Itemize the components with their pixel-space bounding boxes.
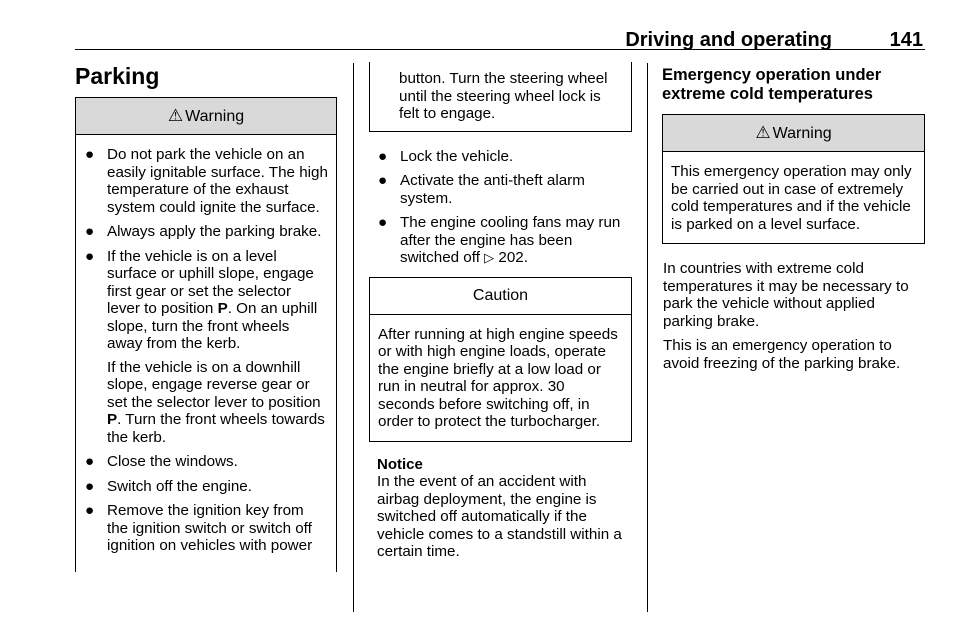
warning-box-cold: ⚠Warning This emergency operation may on… — [662, 114, 925, 244]
list-item: ●Switch off the engine. — [85, 477, 252, 495]
section-title-emergency-operation: Emergency operation under extreme cold t… — [662, 66, 882, 103]
list-item: ●Close the windows. — [85, 453, 238, 470]
column-divider-left — [353, 63, 354, 612]
list-item-text: Do not park the vehicle on an easily ign… — [107, 146, 328, 216]
list-item-text: Activate the anti-theft alarm system. — [400, 172, 585, 207]
caution-box-header: Caution — [370, 277, 631, 315]
list-item: ●Lock the vehicle. — [378, 147, 514, 165]
notice-text: In the event of an accident with airbag … — [377, 473, 622, 560]
column-2: button. Turn the steering wheel until th… — [369, 62, 632, 561]
warning-continuation-text: button. Turn the steering wheel until th… — [399, 70, 608, 122]
notice-title: Notice — [377, 455, 423, 473]
list-item-continuation: If the vehicle is on a downhill slope, e… — [107, 359, 328, 447]
list-item: ●Always apply the parking brake. — [85, 223, 322, 240]
selector-position-p: P — [217, 300, 228, 317]
selector-position-p: P — [107, 411, 118, 428]
warning-title: Warning — [772, 125, 832, 142]
column-divider-right — [647, 63, 648, 612]
section-body: In countries with extreme cold temperatu… — [662, 260, 925, 372]
warning-box-parking: ⚠Warning ●Do not park the vehicle on an … — [75, 97, 337, 572]
column-1: Parking ⚠Warning ●Do not park the vehicl… — [75, 62, 337, 572]
section-title-parking: Parking — [75, 63, 160, 89]
running-header-title: Driving and operating — [625, 29, 832, 51]
list-item: ●Activate the anti-theft alarm system. — [378, 172, 585, 207]
continuation-text: If the vehicle is on a downhill slope, e… — [107, 358, 321, 411]
warning-box-continuation: button. Turn the steering wheel until th… — [369, 62, 632, 132]
notice: Notice In the event of an accident with … — [369, 456, 632, 561]
warning-box-header: ⚠Warning — [76, 98, 336, 135]
list-item: ●If the vehicle is on a level surface or… — [84, 248, 328, 447]
list-item-text: The engine cooling fans may run after th… — [400, 214, 621, 266]
list-item-text: Always apply the parking brake. — [107, 223, 322, 240]
paragraph: In countries with extreme cold temperatu… — [663, 260, 909, 330]
list-item-text: Switch off the engine. — [107, 477, 252, 495]
warning-box-body: This emergency operation may only be car… — [671, 163, 912, 233]
list-item-text: . On an uphill slope, turn the front whe… — [107, 300, 318, 352]
caution-box: Caution After running at high engine spe… — [369, 276, 632, 442]
page-reference-icon: ▷ — [484, 250, 495, 265]
warning-triangle-icon: ⚠ — [755, 123, 771, 142]
list-item: ●Remove the ignition key from the igniti… — [85, 502, 313, 554]
continuation-text: . Turn the front wheels towards the kerb… — [107, 411, 325, 446]
warning-box-body: ●Do not park the vehicle on an easily ig… — [76, 135, 336, 572]
list-item-text: Close the windows. — [107, 453, 238, 470]
list-item-text: Remove the ignition key from the ignitio… — [107, 502, 313, 554]
list-item: ●The engine cooling fans may run after t… — [378, 214, 621, 266]
column-3: Emergency operation under extreme cold t… — [662, 62, 925, 379]
header-rule — [75, 49, 925, 50]
page-number: 141 — [889, 29, 923, 51]
warning-bullet-list: ●Do not park the vehicle on an easily ig… — [84, 146, 328, 555]
paragraph: This is an emergency operation to avoid … — [663, 337, 901, 372]
list-item-text: If the vehicle is on a level surface or … — [107, 247, 314, 318]
page-reference[interactable]: 202. — [498, 249, 528, 266]
caution-box-body: After running at high engine speeds or w… — [378, 325, 618, 431]
list-item: ●Do not park the vehicle on an easily ig… — [85, 146, 328, 216]
warning-box-header: ⚠Warning — [663, 115, 924, 152]
warning-triangle-icon: ⚠ — [167, 106, 184, 125]
list-item-text: Lock the vehicle. — [400, 147, 514, 165]
warning-title: Warning — [185, 108, 245, 125]
parking-bullet-list: ●Lock the vehicle. ●Activate the anti-th… — [369, 148, 632, 267]
